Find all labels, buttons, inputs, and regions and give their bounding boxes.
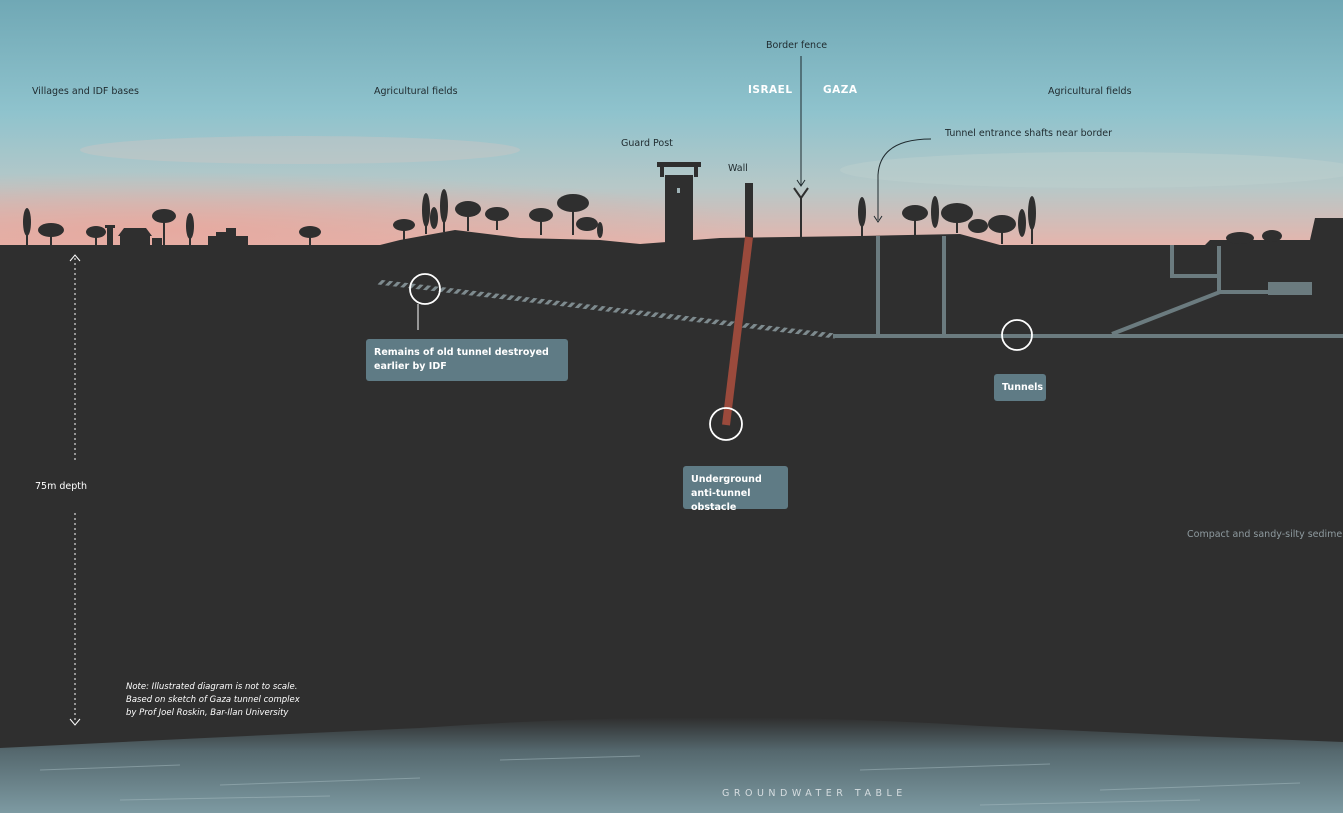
note-line-1: Note: Illustrated diagram is not to scal… (126, 682, 298, 692)
fence-arrowhead (796, 179, 806, 187)
old-tunnel (377, 279, 836, 339)
highlight-obstacle (709, 407, 743, 441)
highlight-old-tunnel (409, 273, 441, 305)
groundwater-streaks (39, 755, 1301, 806)
depth-arrow (69, 254, 81, 726)
note-line-3: by Prof Joel Roskin, Bar-Ilan University (126, 708, 289, 718)
leader-lines (800, 56, 932, 220)
label-border-fence: Border fence (766, 40, 828, 51)
border-fence (793, 187, 809, 238)
callout-old-tunnel: Remains of old tunnel destroyed earlier … (366, 339, 568, 381)
tunnel-network (833, 236, 1343, 338)
label-guard-post: Guard Post (621, 138, 673, 149)
callout-tunnels: Tunnels (994, 374, 1046, 401)
label-fields-left: Agricultural fields (374, 86, 458, 97)
label-tunnel-shafts: Tunnel entrance shafts near border (945, 128, 1112, 139)
sky-cloud (80, 136, 520, 164)
trees (23, 189, 1282, 245)
label-villages: Villages and IDF bases (32, 86, 139, 97)
label-gaza: GAZA (823, 84, 858, 96)
depth-label: 75m depth (35, 481, 88, 492)
label-fields-right: Agricultural fields (1048, 86, 1132, 97)
guard-post-tower (657, 162, 701, 245)
label-wall: Wall (728, 163, 748, 174)
label-groundwater: GROUNDWATER TABLE (722, 788, 907, 799)
note-line-2: Based on sketch of Gaza tunnel complex (126, 695, 300, 705)
groundwater-band (0, 717, 1343, 813)
sky-cloud (840, 152, 1343, 188)
label-sediment: Compact and sandy-silty sedimer (1187, 529, 1343, 540)
highlight-tunnels (1001, 319, 1033, 351)
shaft-arrowhead (873, 215, 883, 223)
label-israel: ISRAEL (748, 84, 793, 96)
village-buildings (105, 225, 248, 245)
anti-tunnel-obstacle (722, 236, 753, 426)
ground (0, 218, 1343, 813)
note-text: Note: Illustrated diagram is not to scal… (126, 681, 300, 720)
tunnel-chamber (1268, 282, 1312, 295)
wall (745, 183, 753, 245)
callout-obstacle: Underground anti-tunnel obstacle (683, 466, 788, 513)
